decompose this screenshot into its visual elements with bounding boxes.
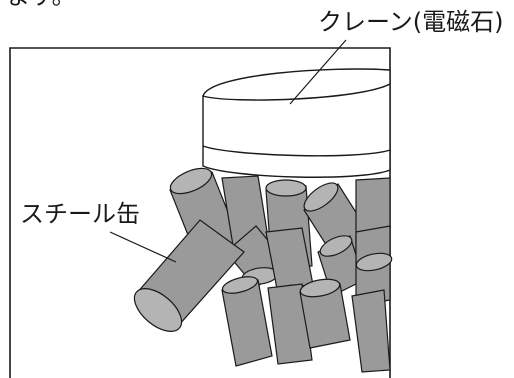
can xyxy=(267,283,313,365)
steel-cans xyxy=(133,167,393,373)
steel-can-leader-line xyxy=(109,231,177,263)
can-front xyxy=(133,219,245,332)
electromagnet xyxy=(202,68,391,178)
crane-leader-line xyxy=(289,39,347,105)
crane-label: クレーン(電磁石) xyxy=(318,8,504,36)
top-partial-text: ます。 xyxy=(6,0,76,10)
can xyxy=(351,289,391,373)
can xyxy=(221,276,273,367)
magnet-top xyxy=(202,68,391,101)
can xyxy=(355,225,393,307)
can xyxy=(299,278,351,349)
magnet-band xyxy=(202,145,391,157)
steel-can-label: スチール缶 xyxy=(20,200,140,228)
